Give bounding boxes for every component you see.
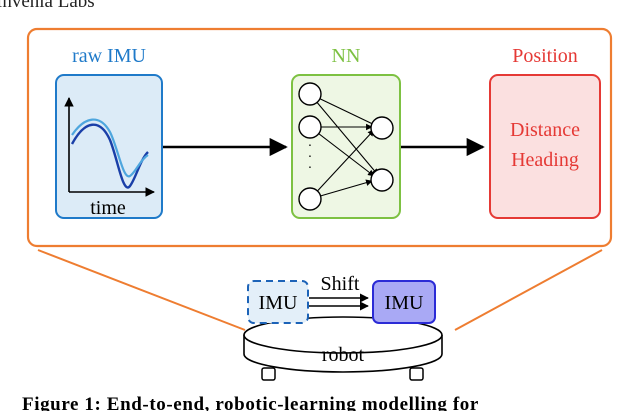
imu-original-box [247,280,309,324]
position-heading: Heading [511,149,579,171]
position-distance: Distance [510,119,580,141]
zoom-frame [26,27,613,248]
nn-edge [309,129,375,200]
robot-top [243,316,443,354]
nn-input-node [298,115,322,139]
robot-label: robot [322,344,365,366]
imu-signal-plot [64,97,155,197]
nn-ellipsis: ··· [308,139,313,176]
nn-network: ··· [298,82,394,211]
plot-axis-label: time [90,197,126,219]
raw-imu-box [55,74,163,219]
signal-curve-light [71,118,149,178]
nn-input-node [298,187,322,211]
position-box [489,74,601,219]
nn-output-node [370,116,394,140]
figure-caption: Figure 1: End-to-end, robotic-learning m… [22,394,479,411]
nn-title: NN [332,45,361,67]
nn-edge [309,126,375,177]
zoom-line-left [37,249,246,331]
nn-edge [309,93,380,128]
signal-curve-dark [70,123,149,189]
nn-input-node [298,82,322,106]
position-title: Position [512,45,578,67]
imu-shifted-box [372,280,436,324]
robot-wheel [261,367,276,381]
shift-label: Shift [321,273,360,295]
header-text: Invenia Labs [0,0,95,12]
imu-original-label: IMU [259,292,298,314]
nn-output-node [370,168,394,192]
zoom-line-right [454,249,603,331]
raw-imu-title: raw IMU [72,45,146,67]
robot: robot [243,316,443,381]
robot-wheel [409,367,424,381]
nn-edge [309,93,379,176]
imu-shifted-label: IMU [385,292,424,314]
